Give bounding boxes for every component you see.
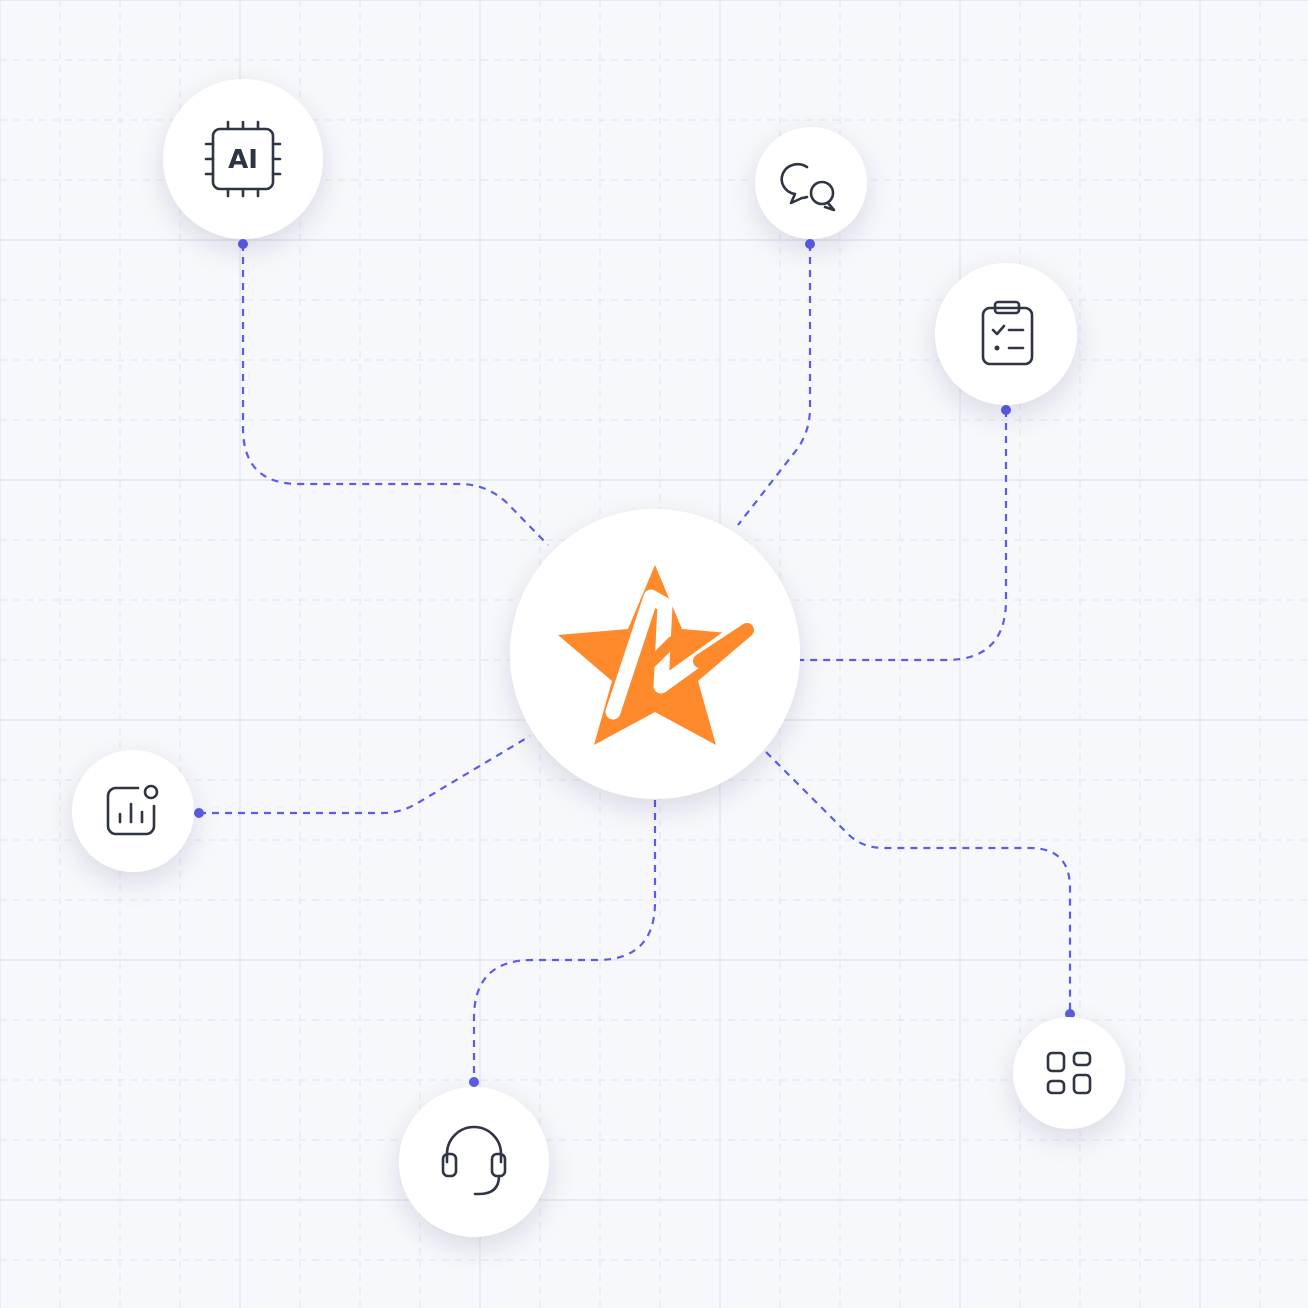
tasks-node[interactable]	[935, 263, 1077, 405]
connector-endpoint-analytics	[194, 808, 204, 818]
connector-ai	[241, 244, 549, 546]
connectors	[194, 239, 1075, 1087]
support-node[interactable]	[399, 1087, 549, 1237]
connector-endpoint-support	[469, 1077, 479, 1087]
connector-support	[472, 800, 657, 1082]
connector-analytics	[199, 735, 531, 815]
ai-node[interactable]: AI	[163, 79, 323, 239]
hub-node[interactable]	[510, 509, 800, 799]
connector-endpoint-ai	[238, 239, 248, 249]
connector-chat	[737, 244, 812, 526]
connector-endpoint-apps	[1065, 1009, 1075, 1019]
apps-node[interactable]	[1013, 1017, 1125, 1129]
star-a-logo-icon	[558, 565, 754, 745]
connector-tasks	[800, 410, 1008, 662]
connector-endpoint-tasks	[1001, 405, 1011, 415]
headset-icon	[441, 1125, 507, 1196]
ai-chip-label: AI	[228, 145, 258, 175]
bar-chart-notification-icon	[106, 784, 159, 836]
analytics-node[interactable]	[72, 750, 194, 872]
apps-grid-icon	[1046, 1051, 1092, 1095]
chat-bubbles-icon	[780, 162, 836, 212]
connector-apps	[765, 751, 1072, 1014]
connector-endpoint-chat	[805, 239, 815, 249]
clipboard-checklist-icon	[981, 300, 1034, 366]
chat-node[interactable]	[755, 127, 867, 239]
ai-chip-icon: AI	[204, 120, 282, 198]
